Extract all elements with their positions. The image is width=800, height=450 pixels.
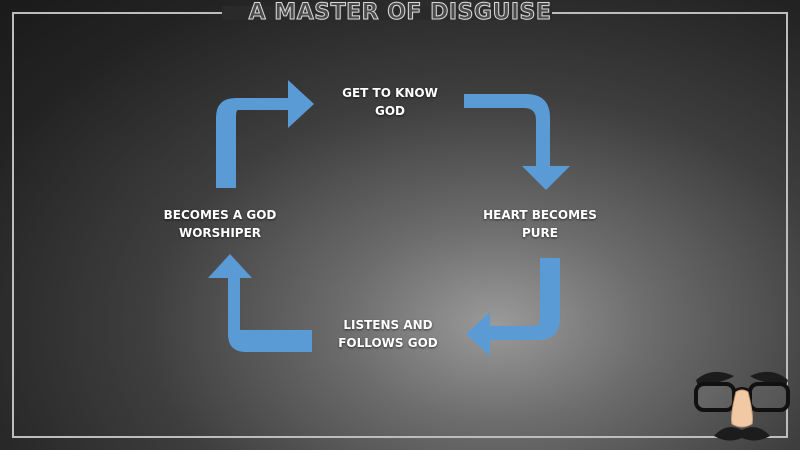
- node-get-to-know-god: GET TO KNOW GOD: [320, 84, 460, 120]
- node-left-line2: WORSHIPER: [178, 226, 262, 240]
- node-becomes-a-god-worshiper: BECOMES A GOD WORSHIPER: [150, 206, 290, 242]
- arrow-bottom-to-left: [208, 254, 312, 352]
- node-heart-becomes-pure: HEART BECOMES PURE: [470, 206, 610, 242]
- title-bar: A MASTER OF DISGUISE: [0, 0, 800, 26]
- node-listens-and-follows-god: LISTENS AND FOLLOWS GOD: [318, 316, 458, 352]
- node-bottom-line1: LISTENS AND: [343, 318, 433, 332]
- arrow-left-to-top: [216, 80, 314, 188]
- groucho-disguise-glasses-icon: [694, 371, 790, 441]
- node-top-line1: GET TO KNOW: [342, 86, 438, 100]
- node-top-line2: GOD: [374, 104, 405, 118]
- node-right-line2: PURE: [522, 226, 558, 240]
- node-right-line1: HEART BECOMES: [483, 208, 597, 222]
- arrow-top-to-right: [464, 94, 570, 190]
- title-backdrop: [222, 6, 552, 20]
- node-left-line1: BECOMES A GOD: [163, 208, 277, 222]
- slide-title: A MASTER OF DISGUISE: [248, 0, 552, 26]
- node-bottom-line2: FOLLOWS GOD: [338, 336, 438, 350]
- arrow-right-to-bottom: [466, 258, 560, 356]
